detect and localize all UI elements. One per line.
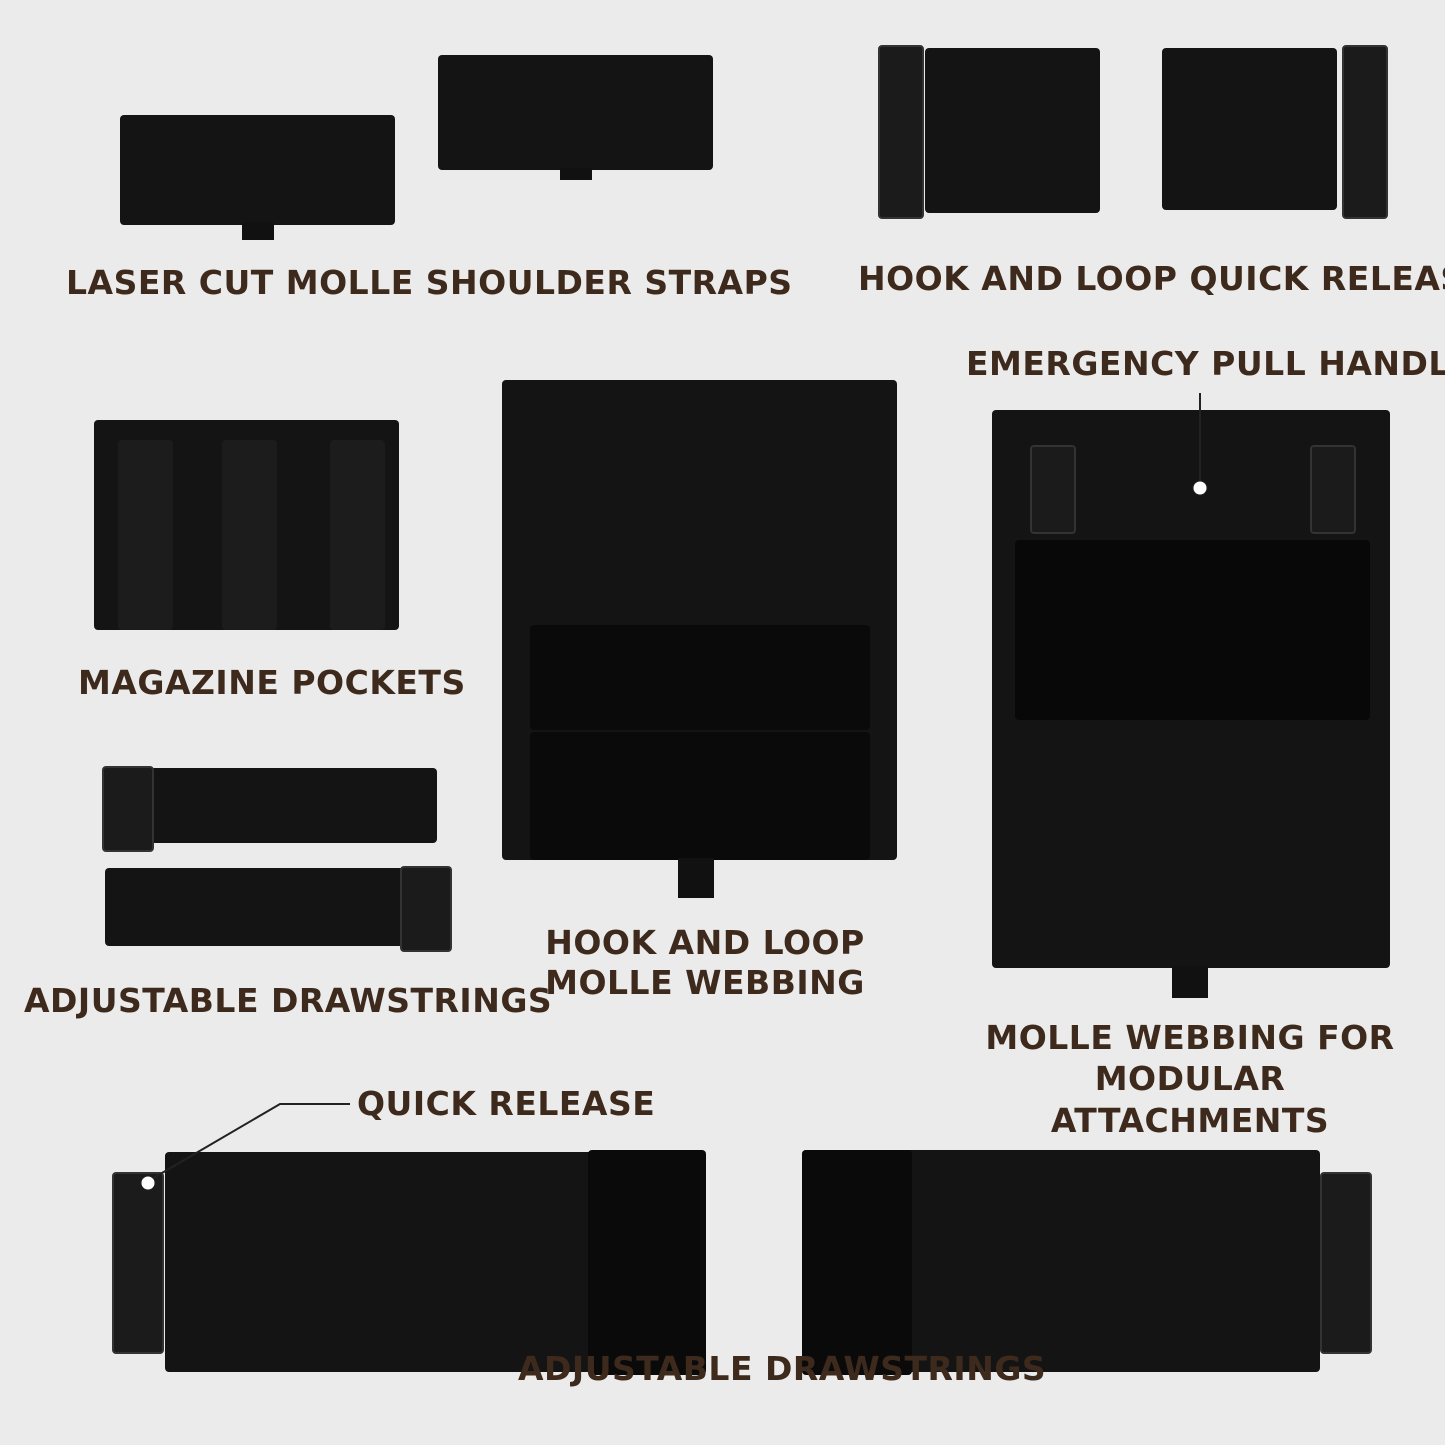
shoulder-strap-left <box>120 115 395 225</box>
label-front-panel-line2: MOLLE WEBBING <box>545 963 865 1002</box>
drawstring-buckle-top <box>102 766 154 852</box>
label-shoulder-straps: LASER CUT MOLLE SHOULDER STRAPS <box>66 263 793 302</box>
rear-panel-buckle-right <box>1310 445 1356 534</box>
label-quick-release-bottom: QUICK RELEASE <box>357 1084 656 1123</box>
label-drawstrings-bottom: ADJUSTABLE DRAWSTRINGS <box>518 1349 1047 1388</box>
quick-release-right-panel <box>1162 48 1337 210</box>
quick-release-left-panel <box>925 48 1100 213</box>
drawstring-strap-bottom <box>105 868 405 946</box>
label-front-panel-line1: HOOK AND LOOP <box>545 923 865 962</box>
label-rear-panel-line1: MOLLE WEBBING FOR <box>985 1018 1395 1057</box>
drawstring-strap-top <box>150 768 437 843</box>
shoulder-strap-right-tab <box>560 168 592 180</box>
cummerbund-left-buckle <box>112 1172 164 1354</box>
magazine-pouch-2 <box>222 440 277 630</box>
cummerbund-left-velcro <box>588 1150 706 1375</box>
label-quick-release-top: HOOK AND LOOP QUICK RELEASE <box>858 259 1445 298</box>
label-emergency-handle: EMERGENCY PULL HANDLE <box>966 344 1445 383</box>
shoulder-strap-right <box>438 55 713 170</box>
rear-panel-tab <box>1172 966 1208 998</box>
label-magazine-pockets: MAGAZINE POCKETS <box>78 663 466 702</box>
shoulder-strap-left-tab <box>242 222 274 240</box>
rear-panel-velcro <box>1015 540 1370 720</box>
rear-panel-buckle-left <box>1030 445 1076 534</box>
front-panel-hook-loop-top <box>530 625 870 730</box>
cummerbund-right-velcro <box>802 1150 912 1375</box>
front-panel-hook-loop-bottom <box>530 732 870 860</box>
drawstring-buckle-bottom <box>400 866 452 952</box>
label-drawstrings-left: ADJUSTABLE DRAWSTRINGS <box>24 981 553 1020</box>
quick-release-left-clip <box>878 45 924 219</box>
quick-release-right-clip <box>1342 45 1388 219</box>
label-rear-panel-line2: MODULAR ATTACHMENTS <box>1050 1059 1330 1140</box>
magazine-pouch-1 <box>118 440 173 630</box>
front-panel-tab <box>678 858 714 898</box>
cummerbund-right-buckle <box>1320 1172 1372 1354</box>
magazine-pouch-3 <box>330 440 385 630</box>
